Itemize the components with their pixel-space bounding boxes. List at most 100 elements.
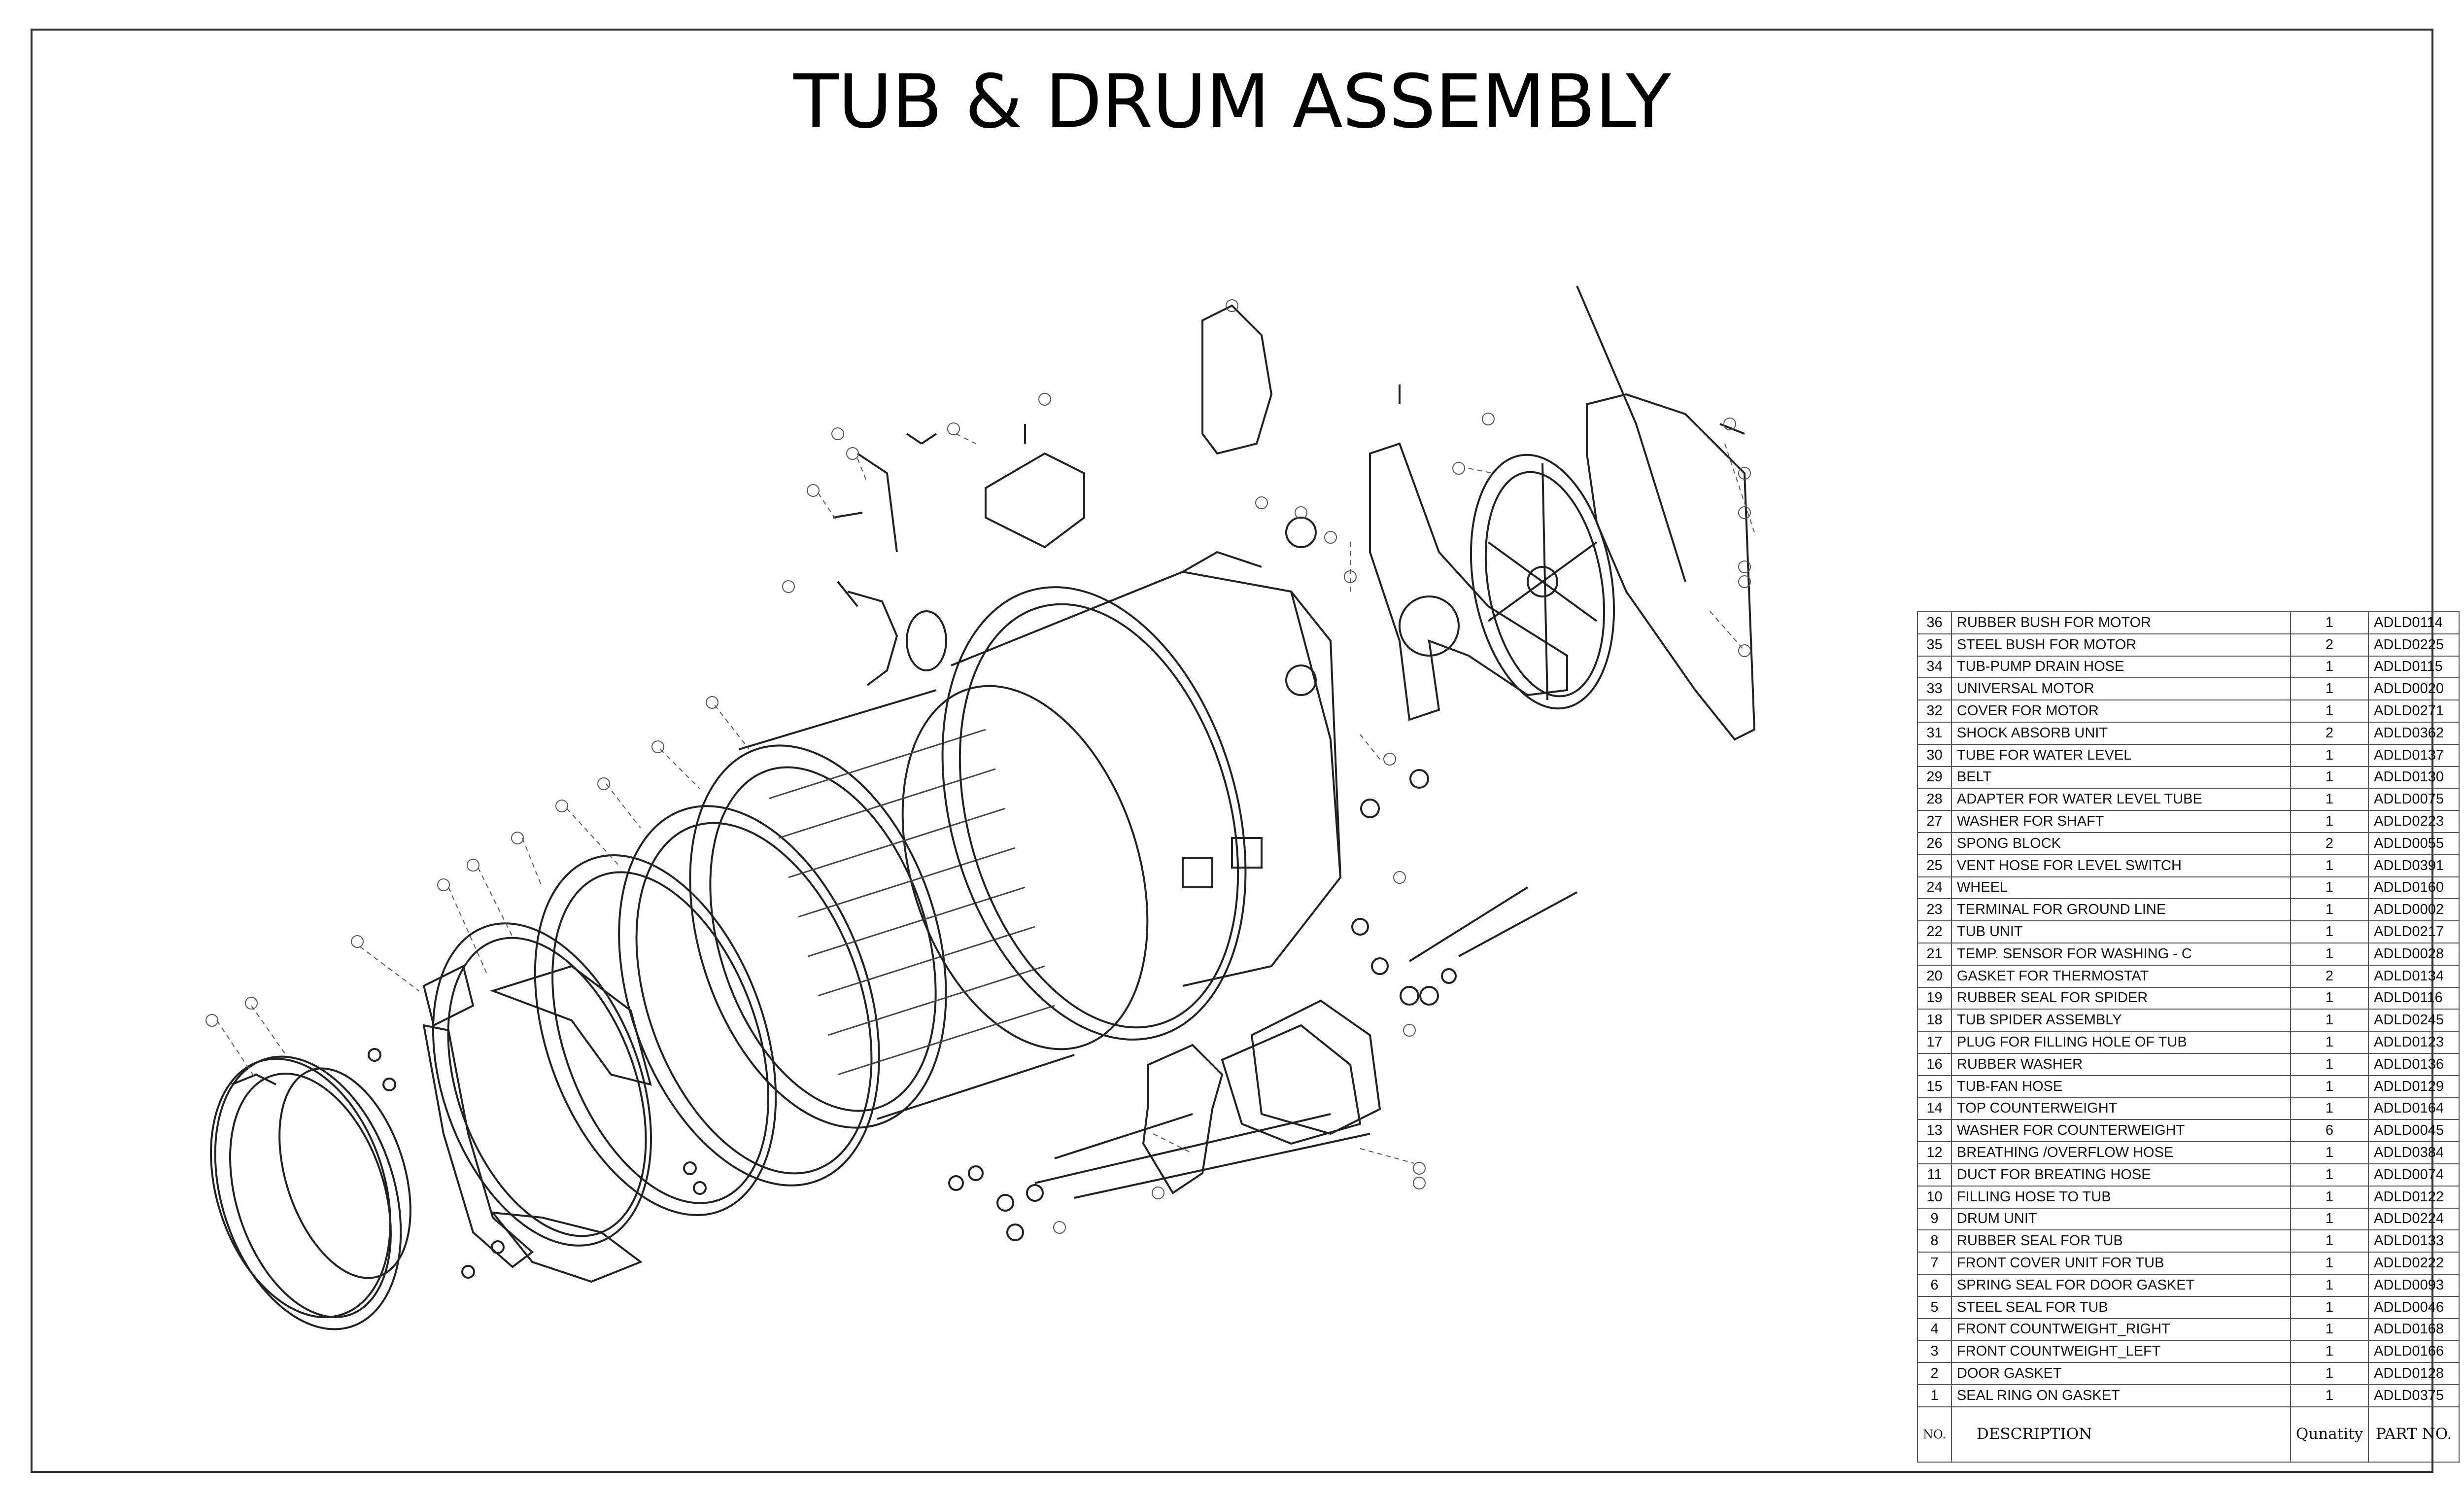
header-description: DESCRIPTION: [1951, 1406, 2291, 1463]
part-code-cell: ADLD0160: [2368, 876, 2460, 900]
part-number-cell: 5: [1917, 1295, 1952, 1319]
description-cell: SEAL RING ON GASKET: [1951, 1384, 2291, 1407]
part-code-cell: ADLD0391: [2368, 854, 2460, 877]
part-code-cell: ADLD0002: [2368, 898, 2460, 922]
header-part-no: PART NO.: [2368, 1406, 2460, 1463]
part-code-cell: ADLD0134: [2368, 964, 2460, 988]
part-number-cell: 26: [1917, 832, 1952, 855]
description-cell: FILLING HOSE TO TUB: [1951, 1185, 2291, 1209]
description-cell: FRONT COUNTWEIGHT_LEFT: [1951, 1340, 2291, 1363]
quantity-cell: 1: [2290, 1097, 2369, 1120]
description-cell: FRONT COVER UNIT FOR TUB: [1951, 1252, 2291, 1275]
quantity-cell: 1: [2290, 766, 2369, 789]
part-number-cell: 18: [1917, 1009, 1952, 1032]
part-number-cell: 8: [1917, 1229, 1952, 1253]
quantity-cell: 6: [2290, 1119, 2369, 1143]
quantity-cell: 1: [2290, 1075, 2369, 1098]
quantity-cell: 1: [2290, 1009, 2369, 1032]
quantity-cell: 1: [2290, 1318, 2369, 1341]
part-code-cell: ADLD0223: [2368, 810, 2460, 833]
description-cell: RUBBER SEAL FOR SPIDER: [1951, 986, 2291, 1010]
description-cell: SPONG BLOCK: [1951, 832, 2291, 855]
quantity-cell: 1: [2290, 898, 2369, 922]
part-number-cell: 31: [1917, 721, 1952, 745]
part-code-cell: ADLD0093: [2368, 1273, 2460, 1297]
part-code-cell: ADLD0122: [2368, 1185, 2460, 1209]
leader-lines: [216, 433, 1755, 1164]
quantity-cell: 1: [2290, 743, 2369, 767]
part-number-cell: 19: [1917, 986, 1952, 1010]
quantity-cell: 1: [2290, 1052, 2369, 1076]
tub-spider-part: [1369, 442, 1568, 721]
description-cell: STEEL SEAL FOR TUB: [1951, 1295, 2291, 1319]
part-number-cell: 6: [1917, 1273, 1952, 1297]
quantity-cell: 1: [2290, 1031, 2369, 1054]
quantity-cell: 1: [2290, 920, 2369, 943]
quantity-cell: 1: [2290, 1384, 2369, 1407]
part-code-cell: ADLD0123: [2368, 1031, 2460, 1054]
part-code-cell: ADLD0168: [2368, 1318, 2460, 1341]
header-quantity: Qunatity: [2290, 1406, 2369, 1463]
description-cell: TUB UNIT: [1951, 920, 2291, 943]
description-cell: RUBBER BUSH FOR MOTOR: [1951, 611, 2291, 634]
description-cell: RUBBER SEAL FOR TUB: [1951, 1229, 2291, 1253]
description-cell: TOP COUNTERWEIGHT: [1951, 1097, 2291, 1120]
part-number-cell: 34: [1917, 655, 1952, 679]
quantity-cell: 1: [2290, 611, 2369, 634]
part-number-cell: 1: [1917, 1384, 1952, 1407]
exploded-view-drawing: [205, 285, 1756, 1330]
description-cell: TUB SPIDER ASSEMBLY: [1951, 1009, 2291, 1032]
quantity-cell: 1: [2290, 699, 2369, 723]
description-cell: SPRING SEAL FOR DOOR GASKET: [1951, 1273, 2291, 1297]
quantity-cell: 1: [2290, 1340, 2369, 1363]
description-cell: STEEL BUSH FOR MOTOR: [1951, 633, 2291, 657]
part-number-cell: 36: [1917, 611, 1952, 634]
description-cell: TEMP. SENSOR FOR WASHING - C: [1951, 942, 2291, 966]
quantity-cell: 2: [2290, 832, 2369, 855]
part-number-cell: 13: [1917, 1119, 1952, 1143]
part-code-cell: ADLD0074: [2368, 1163, 2460, 1187]
quantity-cell: 1: [2290, 1295, 2369, 1319]
part-number-cell: 3: [1917, 1340, 1952, 1363]
part-number-cell: 30: [1917, 743, 1952, 767]
quantity-cell: 1: [2290, 986, 2369, 1010]
part-number-cell: 12: [1917, 1141, 1952, 1164]
quantity-cell: 1: [2290, 1207, 2369, 1231]
description-cell: SHOCK ABSORB UNIT: [1951, 721, 2291, 745]
quantity-cell: 1: [2290, 1252, 2369, 1275]
part-number-cell: 25: [1917, 854, 1952, 877]
description-cell: RUBBER WASHER: [1951, 1052, 2291, 1076]
part-code-cell: ADLD0137: [2368, 743, 2460, 767]
part-number-cell: 17: [1917, 1031, 1952, 1054]
part-number-cell: 4: [1917, 1318, 1952, 1341]
part-code-cell: ADLD0362: [2368, 721, 2460, 745]
quantity-cell: 2: [2290, 721, 2369, 745]
description-cell: TUBE FOR WATER LEVEL: [1951, 743, 2291, 767]
front-cover-rings: [432, 805, 880, 1247]
part-code-cell: ADLD0130: [2368, 766, 2460, 789]
